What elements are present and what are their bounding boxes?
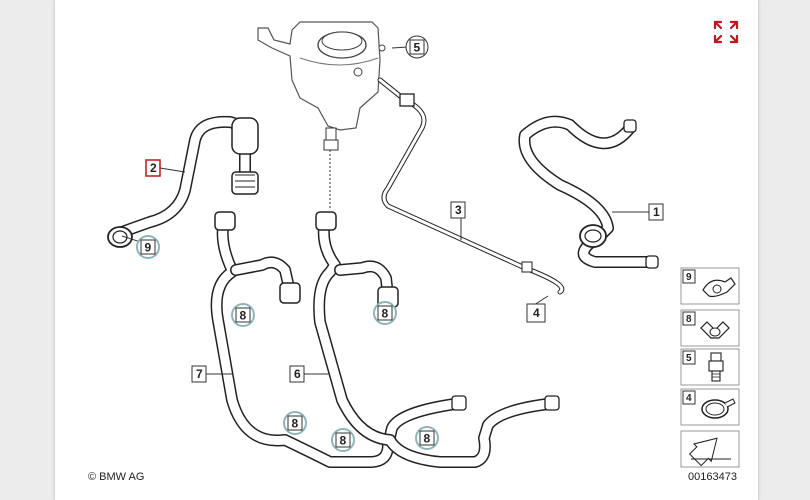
svg-text:5: 5 — [686, 353, 692, 364]
svg-text:2: 2 — [150, 161, 157, 175]
legend-item-5[interactable]: 5 — [680, 348, 740, 386]
copyright: © BMW AG — [88, 471, 144, 483]
hose-7 — [210, 211, 467, 468]
callout-4[interactable]: 4 — [526, 303, 546, 323]
legend-item-9[interactable]: 9 — [680, 267, 740, 305]
hose-6 — [313, 211, 560, 468]
svg-text:8: 8 — [292, 417, 299, 431]
legend-item-arrow[interactable] — [680, 430, 740, 468]
svg-text:4: 4 — [533, 306, 540, 320]
svg-text:9: 9 — [686, 272, 692, 283]
svg-text:4: 4 — [686, 393, 692, 404]
callout-2[interactable]: 2 — [145, 159, 161, 177]
circle-label-8[interactable]: 8 — [415, 426, 439, 450]
svg-text:7: 7 — [196, 367, 203, 381]
callout-5[interactable]: 5 — [405, 35, 429, 59]
circle-label-8[interactable]: 8 — [331, 428, 355, 452]
svg-text:8: 8 — [240, 309, 247, 323]
legend-item-8[interactable]: 8 — [680, 309, 740, 347]
svg-text:6: 6 — [294, 367, 301, 381]
arrow-icon — [688, 437, 731, 467]
hose-1 — [518, 115, 659, 269]
expansion-tank — [257, 21, 386, 208]
callout-1[interactable]: 1 — [648, 203, 664, 221]
hose-2 — [107, 115, 259, 248]
circle-label-8[interactable]: 8 — [373, 301, 397, 325]
legend-item-4[interactable]: 4 — [680, 388, 740, 426]
svg-text:8: 8 — [686, 314, 692, 325]
svg-text:8: 8 — [340, 434, 347, 448]
svg-text:9: 9 — [145, 241, 152, 255]
svg-text:3: 3 — [455, 203, 462, 217]
spring-clamp-icon — [702, 277, 736, 298]
svg-text:8: 8 — [382, 307, 389, 321]
circle-label-9[interactable]: 9 — [136, 235, 160, 259]
hose-3 — [377, 77, 565, 295]
legend: 9 8 5 — [680, 267, 740, 468]
svg-text:8: 8 — [424, 432, 431, 446]
bleed-screw-icon — [708, 352, 724, 382]
callout-3[interactable]: 3 — [450, 201, 466, 219]
diagram-id: 00163473 — [688, 471, 737, 483]
svg-text:1: 1 — [653, 205, 660, 219]
svg-text:5: 5 — [414, 41, 421, 55]
callout-6[interactable]: 6 — [289, 365, 305, 383]
expand-icon[interactable] — [713, 20, 739, 44]
hose-clamp-icon — [701, 398, 736, 419]
clip-icon — [700, 321, 730, 339]
callout-7[interactable]: 7 — [191, 365, 207, 383]
circle-label-8[interactable]: 8 — [231, 303, 255, 327]
circle-label-8[interactable]: 8 — [283, 411, 307, 435]
